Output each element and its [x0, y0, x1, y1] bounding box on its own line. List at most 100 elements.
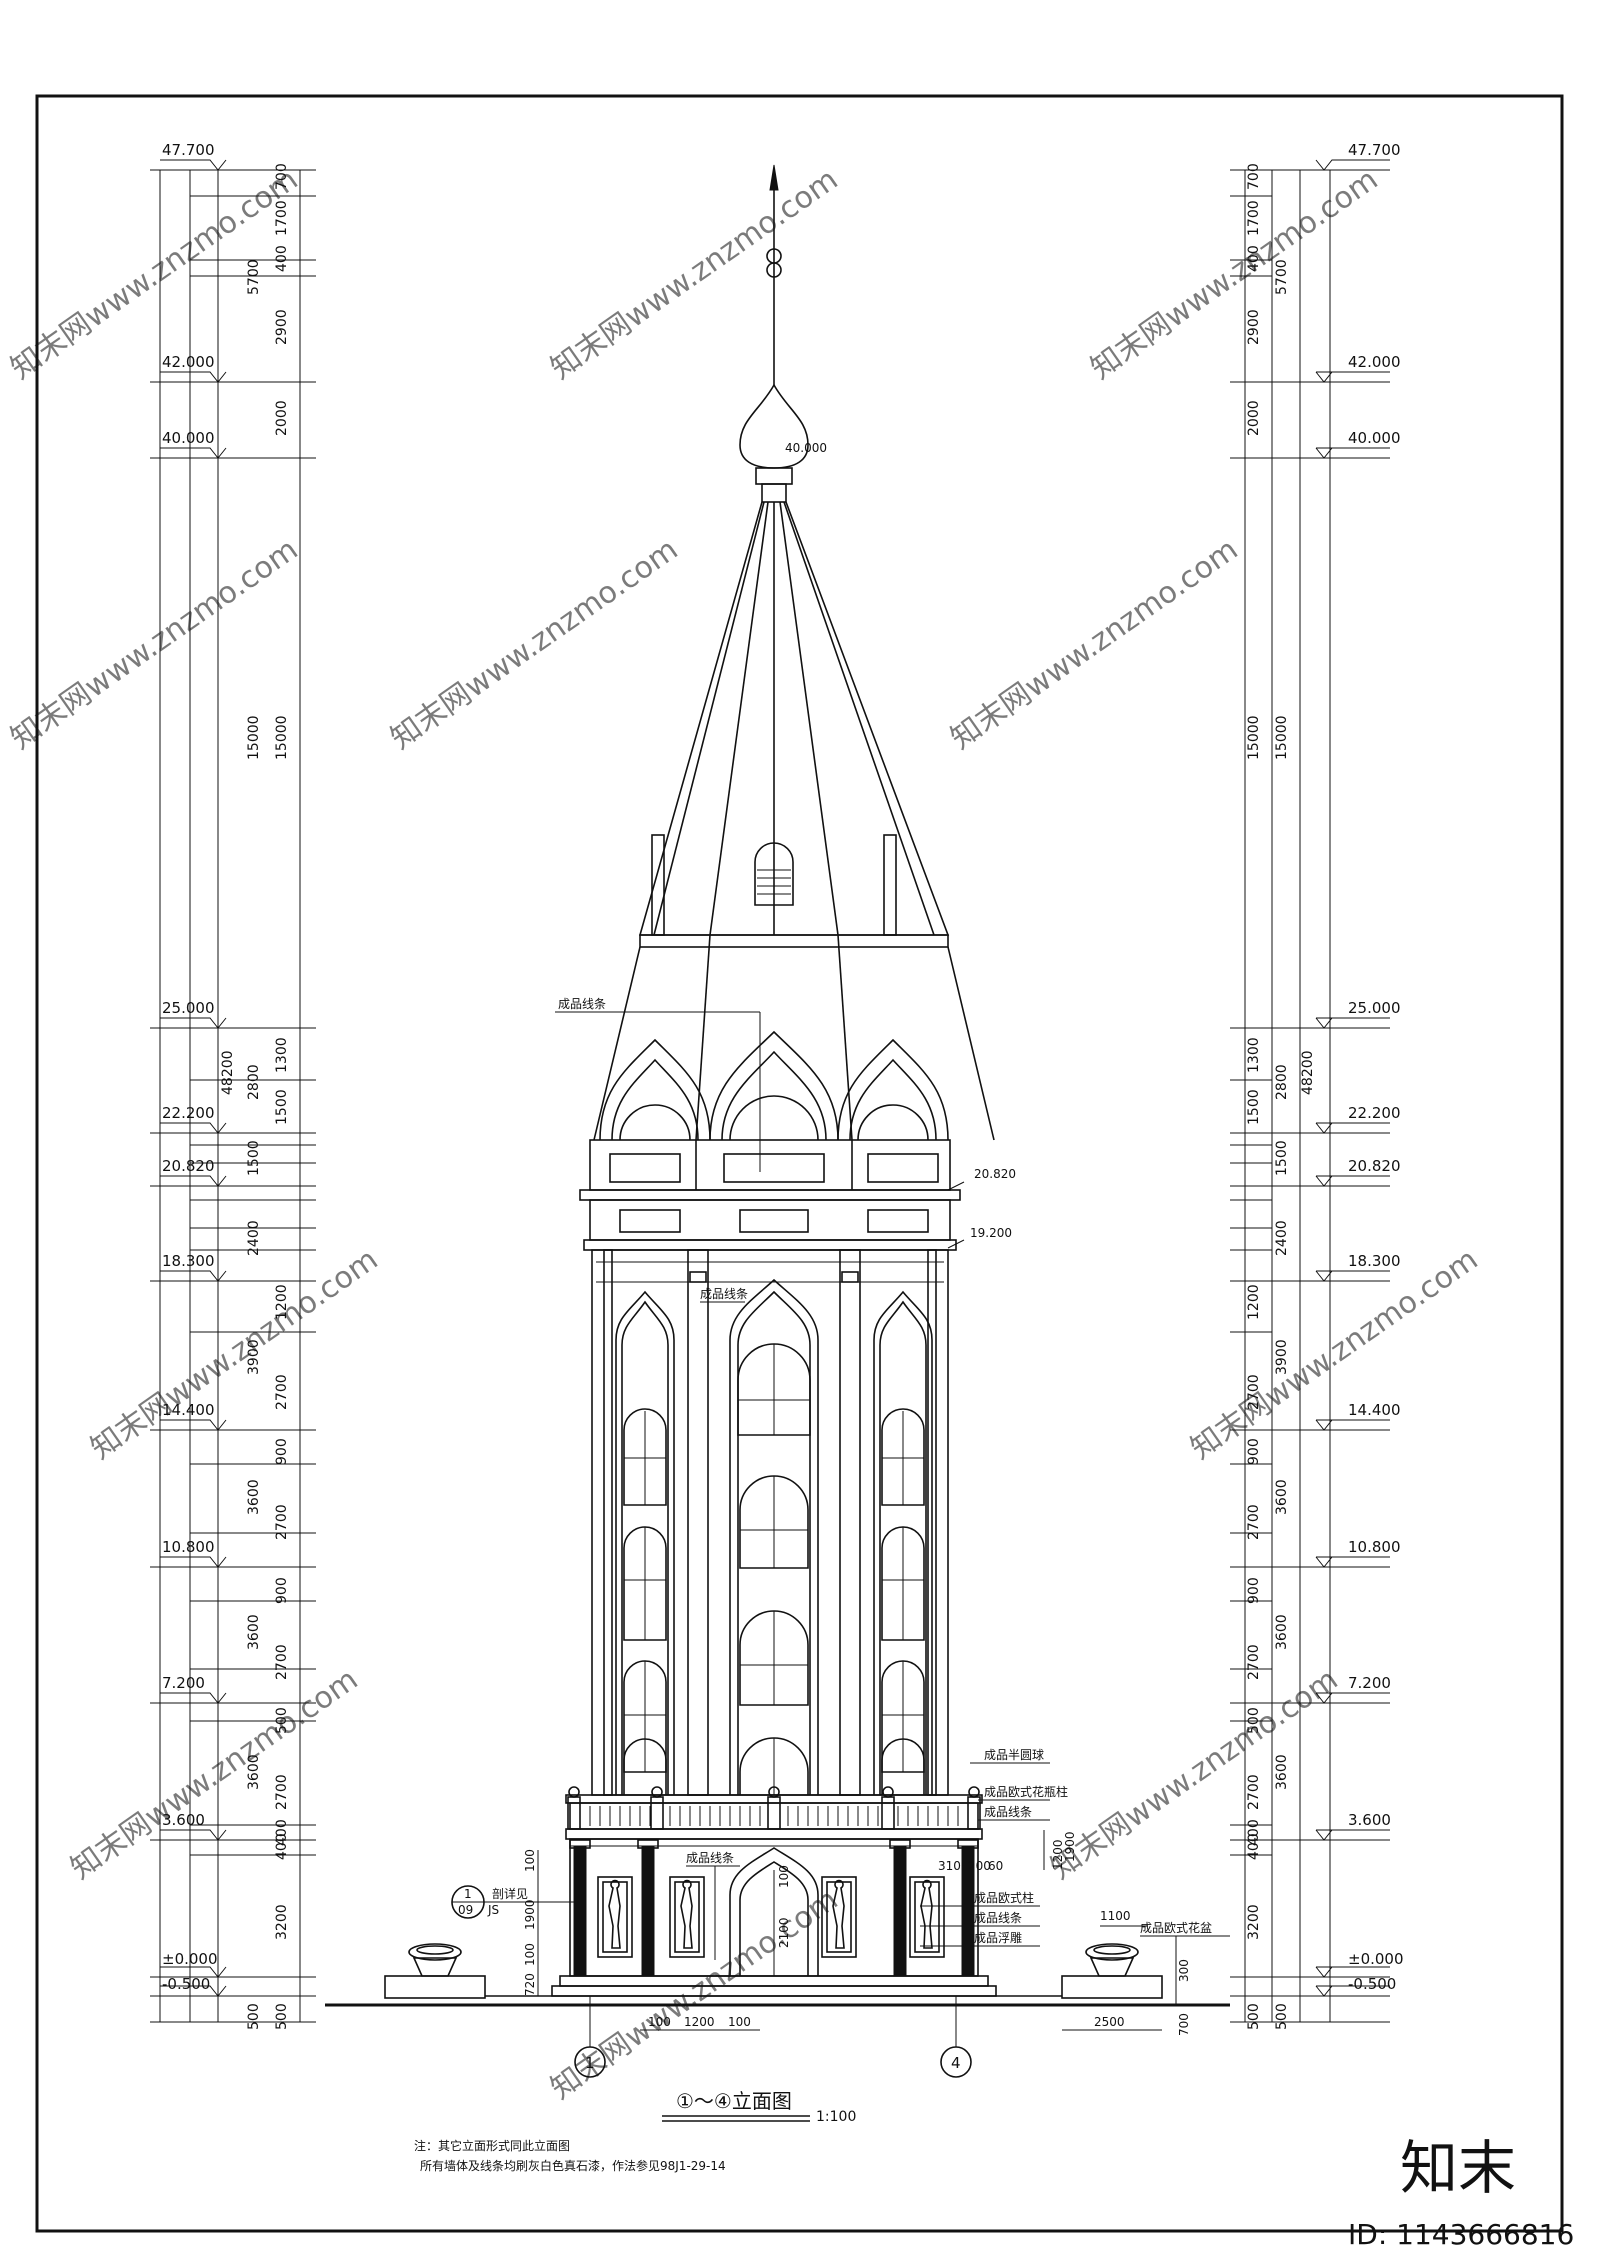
dim-text: 400: [1246, 1819, 1262, 1846]
dim-text: 2700: [1246, 1374, 1262, 1410]
left-outer-dims: 5700 15000 48200 3900 3600 3600 3600 500: [220, 259, 262, 2030]
dim-text: 1300: [274, 1037, 290, 1073]
elev-mark: 3.600: [1348, 1811, 1391, 1829]
dim-text: 400: [274, 1819, 290, 1846]
dim-text: 3600: [246, 1754, 262, 1790]
dim-text: 1700: [1246, 200, 1262, 236]
dim-text: 1200: [1246, 1284, 1262, 1320]
label-vase-column: 成品欧式花瓶柱: [984, 1784, 1068, 1799]
spire-cone: [593, 501, 995, 1141]
dim-text: 2700: [1246, 1774, 1262, 1810]
dim-60: 60: [988, 1859, 1003, 1873]
dim-small: 720: [523, 1973, 537, 1996]
balustrade: [565, 1786, 983, 1840]
dim-text: 1500: [1246, 1089, 1262, 1125]
tower-shaft: [591, 1249, 949, 1796]
upper-band: 20.820 19.200: [579, 1139, 1016, 1251]
watermark-text: 知末网www.znzmo.com: [545, 162, 845, 387]
dim-text: 1700: [274, 200, 290, 236]
dim-bottom: 100: [648, 2015, 671, 2029]
elev-mark: 14.400: [1348, 1401, 1401, 1419]
dim-text: 500: [274, 2003, 290, 2030]
detail-code: JS: [487, 1903, 499, 1917]
dim-text: 2700: [274, 1504, 290, 1540]
dim-bottom: 100: [728, 2015, 751, 2029]
dim-text: 3600: [1274, 1614, 1290, 1650]
dim-text: 48200: [1300, 1050, 1316, 1095]
watermark-text: 知末网www.znzmo.com: [1045, 1662, 1345, 1887]
label-column: 成品欧式柱: [974, 1890, 1034, 1905]
dim-text: 48200: [220, 1050, 236, 1095]
dim-text: 1500: [1274, 1140, 1290, 1176]
elev-mark: 47.700: [162, 141, 215, 159]
axis-bubble-1: [574, 2046, 606, 2078]
note-line-2: 所有墙体及线条均刷灰白色真石漆，作法参见98J1-29-14: [420, 2158, 726, 2173]
dim-bottom: 1200: [684, 2015, 715, 2029]
elev-mark: -0.500: [162, 1975, 210, 1993]
elev-20820: 20.820: [974, 1167, 1016, 1181]
elev-mark: 40.000: [1348, 429, 1401, 447]
elev-mark: 10.800: [1348, 1538, 1401, 1556]
elev-mark: 20.820: [1348, 1157, 1401, 1175]
dim-text: 500: [246, 2003, 262, 2030]
label-hemisphere: 成品半圆球: [984, 1748, 1044, 1762]
label-finished-line-top: 成品线条: [558, 997, 606, 1011]
label-flower-bowl: 成品欧式花盆: [1140, 1920, 1212, 1935]
ground-floor: 2100 100 100 1900 100 720: [523, 1838, 997, 1997]
dim-text: 2700: [1246, 1644, 1262, 1680]
dim-text: 3200: [1246, 1904, 1262, 1940]
dim-text: 1200: [274, 1284, 290, 1320]
onion-gables: [599, 1030, 949, 1141]
dim-text: 2400: [246, 1220, 262, 1256]
spire-elev: 40.000: [785, 441, 827, 455]
label-line-c: 成品线条: [686, 1851, 734, 1865]
watermark-text: 知末网www.znzmo.com: [385, 532, 685, 757]
dim-text: 3900: [246, 1339, 262, 1375]
label-line-b: 成品线条: [974, 1911, 1022, 1925]
left-elevation-marks: 47.700 42.000 40.000 25.000 22.200 20.82…: [160, 141, 227, 1997]
elev-mark: 14.400: [162, 1401, 215, 1419]
sheet-frame: [35, 94, 1564, 2233]
dim-text: 1500: [274, 1089, 290, 1125]
watermark-text: 知末网www.znzmo.com: [65, 1662, 365, 1887]
dim-text: 3900: [1274, 1339, 1290, 1375]
detail-sheet: 09: [458, 1903, 473, 1917]
dim-text: 900: [1246, 1438, 1262, 1465]
dim-text: 2700: [274, 1374, 290, 1410]
dim-200: 200: [968, 1859, 991, 1873]
dim-text: 2800: [1274, 1064, 1290, 1100]
elev-mark: -0.500: [1348, 1975, 1396, 1993]
dim-text: 2700: [274, 1644, 290, 1680]
dim-text: 2700: [274, 1774, 290, 1810]
dim-text: 3600: [1274, 1754, 1290, 1790]
door-top-dim: 100: [777, 1865, 791, 1888]
elev-mark: 42.000: [1348, 353, 1401, 371]
dim-text: 3600: [1274, 1479, 1290, 1515]
dim-text: 1300: [1246, 1037, 1262, 1073]
watermark-layer: 知末网www.znzmo.com 知末网www.znzmo.com 知末网www…: [5, 162, 1485, 2107]
elev-mark: 25.000: [1348, 999, 1401, 1017]
drawing-title-block: ①～④立面图 1:100 注：其它立面形式同此立面图 所有墙体及线条均刷灰白色真…: [414, 2089, 856, 2173]
elev-mark: 10.800: [162, 1538, 215, 1556]
dim-text: 2000: [274, 400, 290, 436]
dim-text: 15000: [1246, 715, 1262, 760]
dim-300: 300: [1177, 1959, 1191, 1982]
left-middle-dims: 700 1700 400 2900 2000 15000 1300 2800 1…: [246, 163, 290, 2030]
dim-text: 1500: [246, 1140, 262, 1176]
detail-number: 1: [464, 1887, 472, 1901]
dim-text: 2900: [1246, 309, 1262, 345]
door-height-dim: 2100: [777, 1917, 791, 1948]
dim-text: 900: [274, 1577, 290, 1604]
right-outer-dims: 5700 15000 48200 3900 3600 3600 3600 500: [1274, 259, 1316, 2030]
elev-mark: 3.600: [162, 1811, 205, 1829]
dim-text: 700: [274, 163, 290, 190]
watermark-text: 知末网www.znzmo.com: [945, 532, 1245, 757]
elev-mark: 47.700: [1348, 141, 1401, 159]
dim-text: 900: [1246, 1577, 1262, 1604]
elev-mark: ±0.000: [1348, 1950, 1404, 1968]
elev-mark: 25.000: [162, 999, 215, 1017]
dim-text: 5700: [246, 259, 262, 295]
elev-mark: 18.300: [162, 1252, 215, 1270]
dim-text: 2700: [1246, 1504, 1262, 1540]
